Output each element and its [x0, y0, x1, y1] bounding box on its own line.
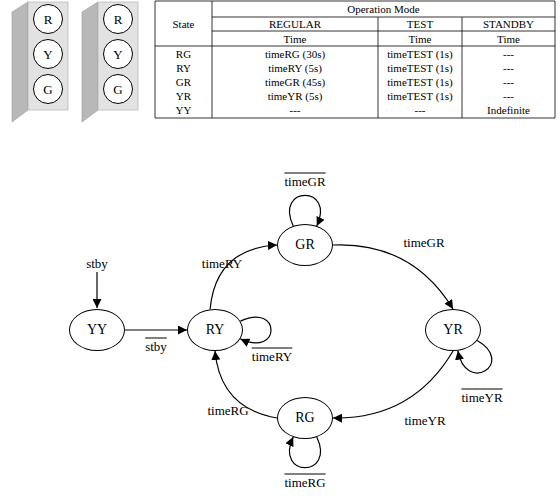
state-name: GR	[295, 238, 314, 252]
state-transition	[333, 245, 453, 309]
table-grid	[155, 1, 555, 118]
table-cell: Time	[284, 34, 307, 45]
table-cell: timeGR (45s)	[265, 77, 325, 88]
lamp-letter: G	[113, 83, 122, 96]
transition-condition: timeYR	[404, 414, 445, 427]
table-cell: ---	[503, 91, 514, 102]
state-name: YR	[443, 323, 462, 337]
table-cell: timeRY (5s)	[268, 63, 322, 74]
lamp-letter: R	[44, 13, 53, 26]
table-cell: ---	[503, 49, 514, 60]
table-cell: TEST	[407, 19, 433, 30]
lamp-letter: R	[114, 13, 123, 26]
table-cell: ---	[503, 63, 514, 74]
table-cell: Time	[409, 34, 432, 45]
table-cell: timeYR (5s)	[268, 91, 323, 102]
table-cell: ---	[415, 105, 426, 116]
transition-condition: timeRG	[284, 476, 325, 489]
lamp-letter: Y	[113, 48, 122, 61]
table-cell: Operation Mode	[347, 4, 419, 15]
state-transition	[125, 329, 187, 330]
signal-lamp: G	[33, 74, 63, 104]
self-transition	[289, 195, 320, 226]
state-transition	[333, 351, 453, 418]
self-transition	[289, 437, 320, 468]
signal-lamp: Y	[103, 39, 133, 69]
self-transition	[240, 317, 271, 343]
traffic-light-housing	[12, 2, 68, 122]
traffic-light-housing	[82, 2, 138, 122]
signal-lamp: Y	[33, 39, 63, 69]
table-cell: timeTEST (1s)	[387, 63, 452, 74]
table-cell: REGULAR	[269, 19, 321, 30]
table-cell: YR	[176, 91, 191, 102]
input-signal: stby	[86, 257, 108, 270]
transition-condition: timeRG	[207, 404, 248, 417]
state-name: RY	[206, 323, 225, 337]
table-cell: Indefinite	[487, 105, 530, 116]
transition-condition: timeGR	[284, 175, 325, 188]
signal-lamp: R	[103, 4, 133, 34]
state-name: YY	[87, 323, 107, 337]
table-cell: RY	[176, 63, 191, 74]
table-cell: Time	[497, 34, 520, 45]
signal-lamp: G	[103, 74, 133, 104]
table-cell: timeTEST (1s)	[387, 91, 452, 102]
table-cell: timeRG (30s)	[265, 49, 325, 60]
table-cell: State	[173, 19, 195, 30]
state-circle: GR	[277, 224, 333, 266]
state-circle: RY	[187, 309, 243, 351]
table-cell: timeTEST (1s)	[387, 49, 452, 60]
lamp-letter: Y	[43, 48, 52, 61]
state-name: RG	[295, 411, 314, 425]
table-cell: ---	[290, 105, 301, 116]
table-cell: YY	[176, 105, 192, 116]
state-transition	[210, 245, 277, 309]
table-cell: STANDBY	[483, 19, 534, 30]
transition-condition: timeRY	[202, 257, 242, 270]
transition-condition: timeGR	[403, 236, 444, 249]
transition-condition: stby	[145, 340, 167, 353]
signal-lamp: R	[33, 4, 63, 34]
lamp-letter: G	[43, 83, 52, 96]
table-cell: RG	[176, 49, 191, 60]
table-cell: GR	[176, 77, 191, 88]
input-arrow	[96, 272, 97, 308]
transition-condition: timeRY	[252, 350, 292, 363]
transition-condition: timeYR	[461, 391, 502, 404]
table-cell: timeTEST (1s)	[387, 77, 452, 88]
state-circle: RG	[277, 397, 333, 439]
state-circle: YR	[425, 309, 481, 351]
state-circle: YY	[69, 309, 125, 351]
table-cell: ---	[503, 77, 514, 88]
